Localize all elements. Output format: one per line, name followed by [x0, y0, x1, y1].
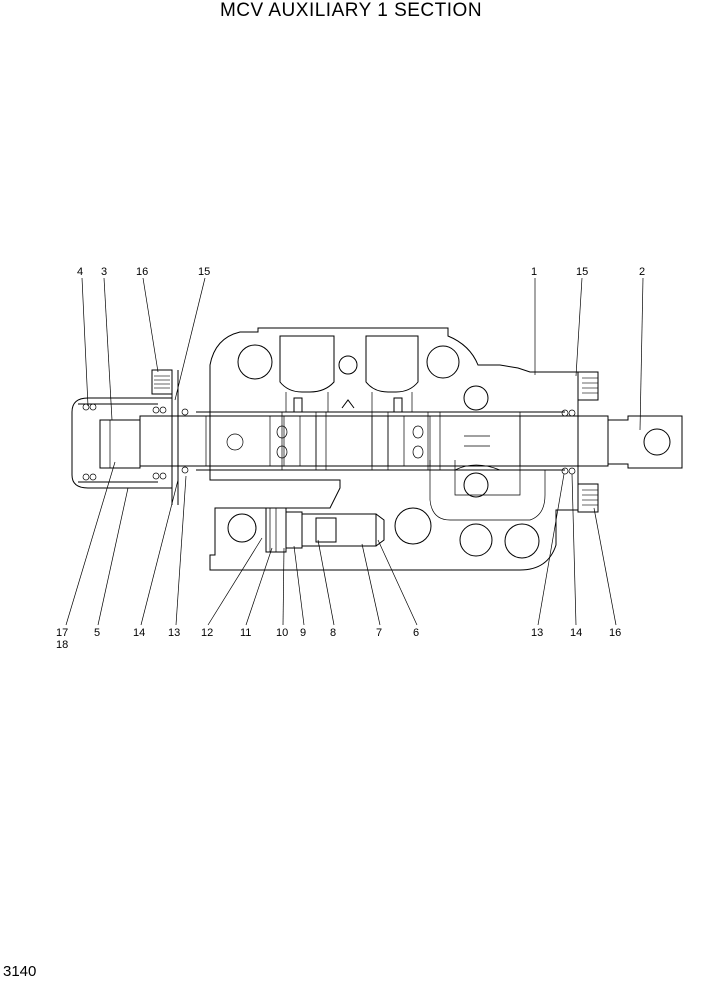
- callout-5: 5: [94, 627, 100, 639]
- leader-lines: [65, 277, 644, 626]
- page-title: MCV AUXILIARY 1 SECTION: [219, 0, 483, 21]
- callout-13-right: 13: [531, 627, 543, 639]
- callout-7: 7: [376, 627, 382, 639]
- callout-10: 10: [276, 627, 288, 639]
- callout-8: 8: [330, 627, 336, 639]
- page-number: 3140: [3, 963, 37, 980]
- callout-1: 1: [531, 266, 537, 278]
- callout-13: 13: [168, 627, 180, 639]
- left-cap: [71, 369, 189, 505]
- callout-14: 14: [133, 627, 145, 639]
- callout-15: 15: [198, 266, 210, 278]
- callout-12: 12: [201, 627, 213, 639]
- callout-6: 6: [413, 627, 419, 639]
- callout-15-right: 15: [576, 266, 588, 278]
- callout-16-right: 16: [609, 627, 621, 639]
- valve-body: [196, 327, 579, 571]
- callout-14-right: 14: [570, 627, 582, 639]
- callout-17: 17: [56, 627, 68, 639]
- callout-4: 4: [77, 266, 83, 278]
- callout-16: 16: [136, 266, 148, 278]
- callout-9: 9: [300, 627, 306, 639]
- right-plates: [561, 371, 599, 513]
- callout-18: 18: [56, 639, 68, 651]
- callout-11: 11: [240, 627, 251, 639]
- callout-labels: 4 3 16 15 1 15 2 17 18 5 14 13 12 11 10 …: [56, 266, 645, 651]
- callout-3: 3: [101, 266, 107, 278]
- spool: [139, 415, 683, 469]
- callout-2: 2: [639, 266, 645, 278]
- check-assembly: [265, 507, 385, 553]
